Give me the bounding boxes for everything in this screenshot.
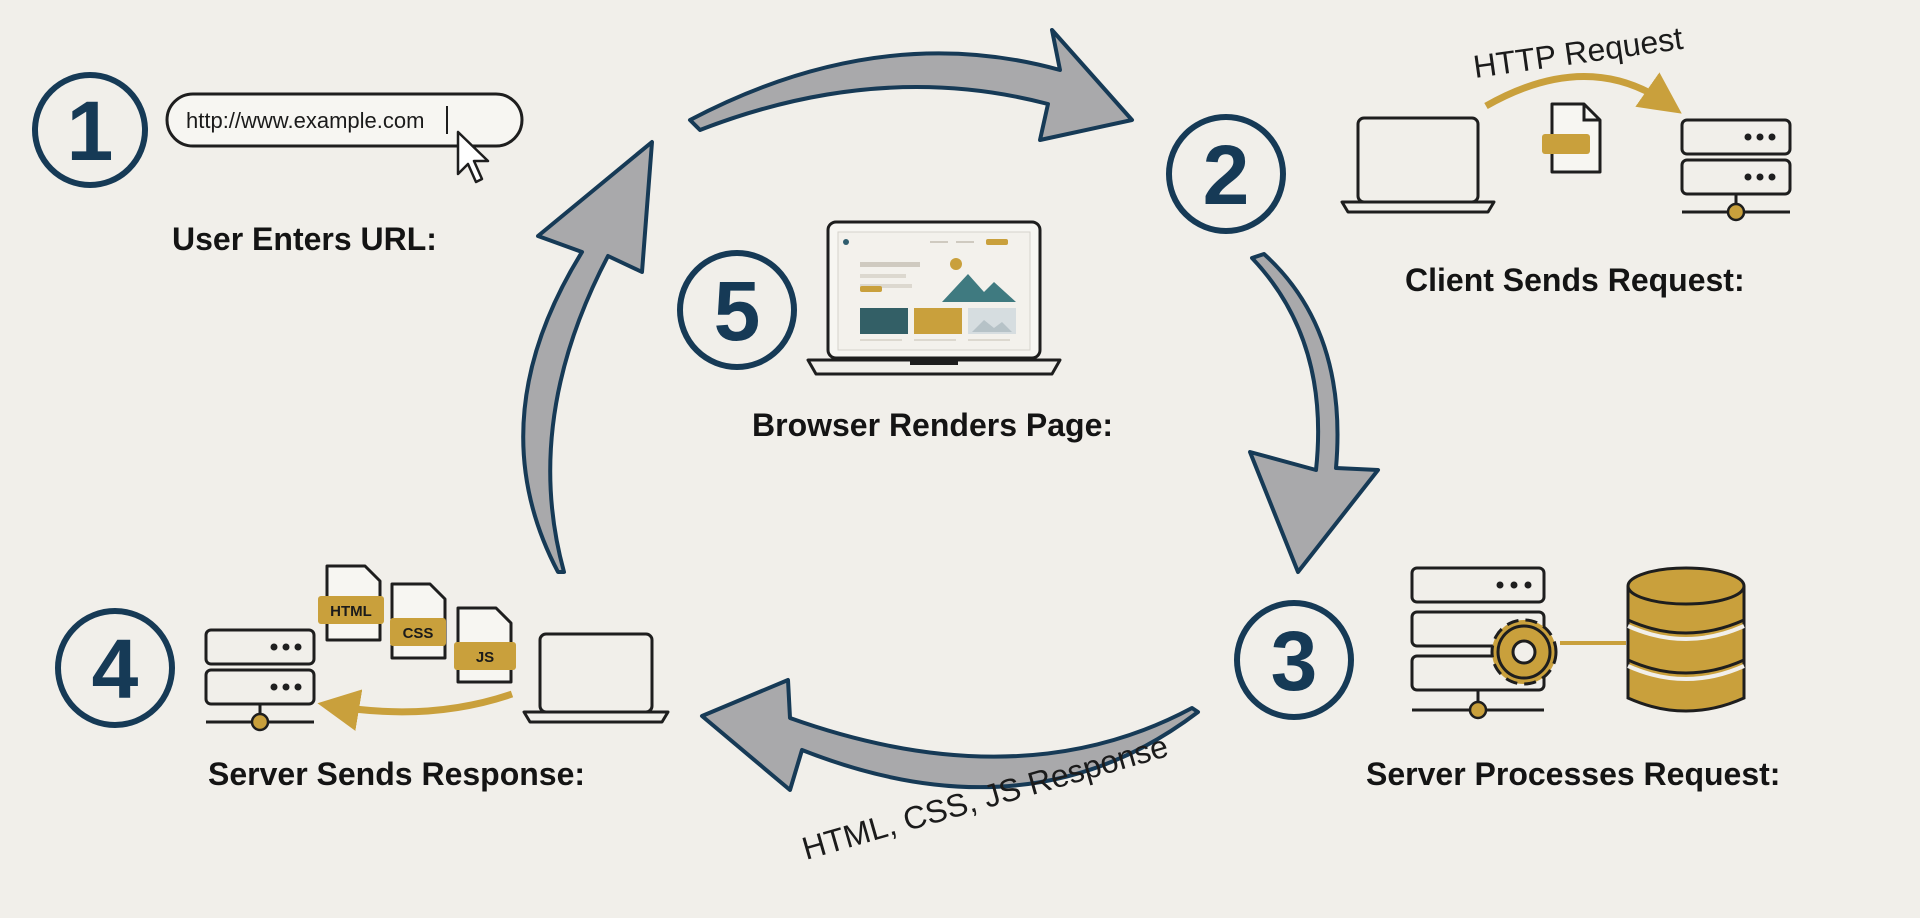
step-number-badge: 1 xyxy=(32,72,148,188)
cycle-arrow-3-to-4 xyxy=(700,678,1200,792)
url-text: http://www.example.com xyxy=(186,108,424,133)
server-icon xyxy=(204,628,316,732)
step-number: 3 xyxy=(1271,614,1318,708)
step-number-badge: 4 xyxy=(55,608,175,728)
step-number: 2 xyxy=(1203,128,1250,222)
gear-icon xyxy=(1490,618,1558,686)
step-number: 5 xyxy=(714,264,761,358)
cycle-arrow-1-to-2 xyxy=(688,28,1134,142)
webpage-preview xyxy=(843,239,1016,341)
cycle-arrow-4-to-1 xyxy=(521,140,654,574)
step-number: 1 xyxy=(67,84,114,178)
arrow-icon xyxy=(1484,72,1682,114)
step-label: Client Sends Request: xyxy=(1405,262,1745,298)
file-icon: JS xyxy=(454,606,516,684)
step-number-badge: 5 xyxy=(677,250,797,370)
url-bar: http://www.example.com xyxy=(165,92,524,148)
server-icon xyxy=(1680,118,1792,222)
laptop-icon xyxy=(1340,116,1496,214)
file-tag-css: CSS xyxy=(403,625,434,642)
database-icon xyxy=(1626,566,1746,713)
step-1: 1 http://www.example.com User Enters URL… xyxy=(32,72,524,257)
step-number-badge: 2 xyxy=(1166,114,1286,234)
step-label: Server Processes Request: xyxy=(1366,756,1780,792)
laptop-icon xyxy=(522,632,670,724)
file-tag-js: JS xyxy=(476,649,494,666)
file-icon: CSS xyxy=(390,582,447,660)
step-5: 5 Browser Renders Page: xyxy=(677,220,1113,443)
step-number: 4 xyxy=(92,622,139,716)
server-icon xyxy=(1410,566,1546,720)
step-number-badge: 3 xyxy=(1234,600,1354,720)
file-icon xyxy=(1542,102,1602,174)
cycle-arrow-2-to-3 xyxy=(1248,252,1380,574)
file-tag-html: HTML xyxy=(330,603,372,620)
step-label: Browser Renders Page: xyxy=(752,407,1113,443)
arrow-icon xyxy=(317,689,514,731)
step-3: 3 Server Processes Request: xyxy=(1234,566,1780,792)
step-4: 4 HTML CSS JS xyxy=(55,564,670,792)
file-icon: HTML xyxy=(318,564,384,642)
step-label: User Enters URL: xyxy=(172,221,437,257)
step-label: Server Sends Response: xyxy=(208,756,585,792)
cursor-icon xyxy=(456,130,490,184)
